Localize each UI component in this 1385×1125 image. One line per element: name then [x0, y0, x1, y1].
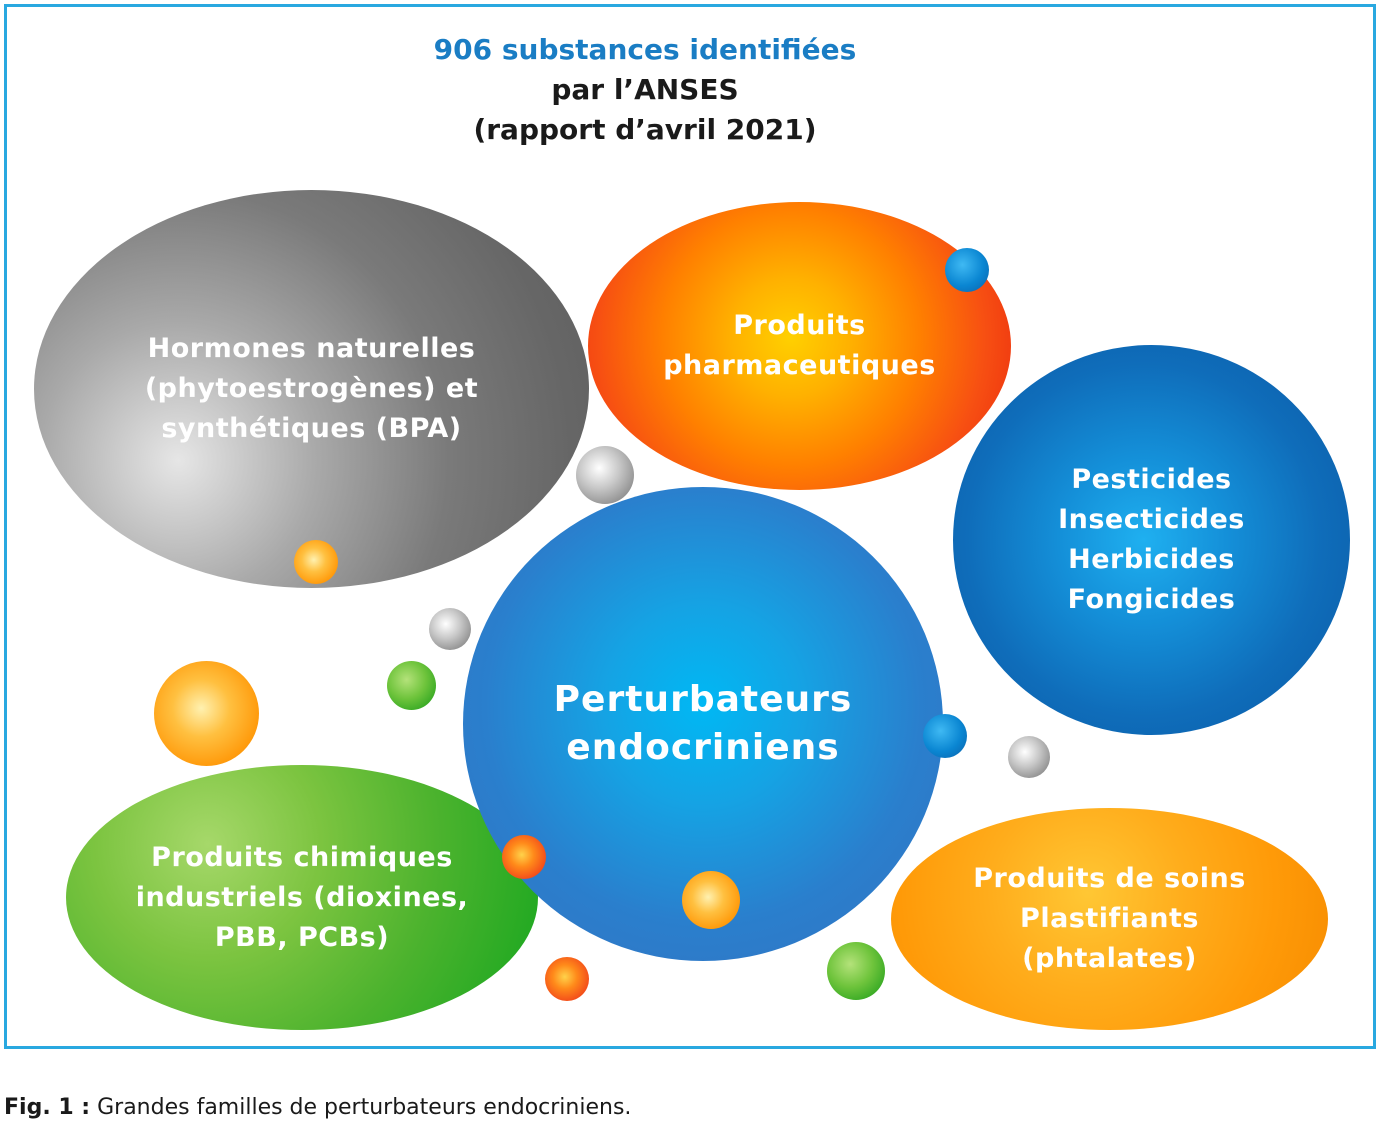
- decorative-dot: [387, 661, 436, 710]
- decorative-dot: [1008, 736, 1050, 778]
- decorative-dot: [502, 835, 546, 879]
- bubble-hormones: Hormones naturelles (phytoestrogènes) et…: [34, 190, 589, 588]
- bubble-hormones-label: Hormones naturelles (phytoestrogènes) et…: [144, 333, 479, 444]
- diagram-header: 906 substances identifiées par l’ANSES (…: [345, 30, 945, 150]
- decorative-dot: [545, 957, 589, 1001]
- bubble-pesticides: Pesticides Insecticides Herbicides Fongi…: [953, 345, 1350, 735]
- figure-caption-text: Grandes familles de perturbateurs endocr…: [90, 1095, 632, 1120]
- bubble-endocrine-disruptors-label: Perturbateurs endocriniens: [553, 679, 853, 768]
- decorative-dot: [827, 942, 885, 1000]
- figure-caption: Fig. 1 : Grandes familles de perturbateu…: [4, 1095, 631, 1120]
- decorative-dot: [945, 248, 989, 292]
- diagram-frame: [4, 4, 1376, 1049]
- bubble-care-products: Produits de soins Plastifiants (phtalate…: [891, 808, 1328, 1030]
- decorative-dot: [429, 608, 471, 650]
- decorative-dot: [294, 540, 338, 584]
- header-subtitle: par l’ANSES: [551, 73, 739, 106]
- figure-caption-label: Fig. 1 :: [4, 1095, 91, 1120]
- bubble-care-products-label: Produits de soins Plastifiants (phtalate…: [973, 863, 1246, 974]
- decorative-dot: [576, 446, 634, 504]
- header-title: 906 substances identifiées: [433, 33, 857, 66]
- bubble-industrial-chemicals: Produits chimiques industriels (dioxines…: [66, 765, 538, 1030]
- bubble-pesticides-label: Pesticides Insecticides Herbicides Fongi…: [1058, 464, 1245, 615]
- bubble-industrial-chemicals-label: Produits chimiques industriels (dioxines…: [135, 841, 469, 953]
- decorative-dot: [682, 871, 740, 929]
- decorative-dot: [154, 661, 259, 766]
- header-report-date: (rapport d’avril 2021): [473, 113, 817, 146]
- bubble-pharmaceutical-label: Produits pharmaceutiques: [663, 310, 936, 381]
- bubble-pharmaceutical: Produits pharmaceutiques: [588, 202, 1011, 490]
- decorative-dot: [923, 714, 967, 758]
